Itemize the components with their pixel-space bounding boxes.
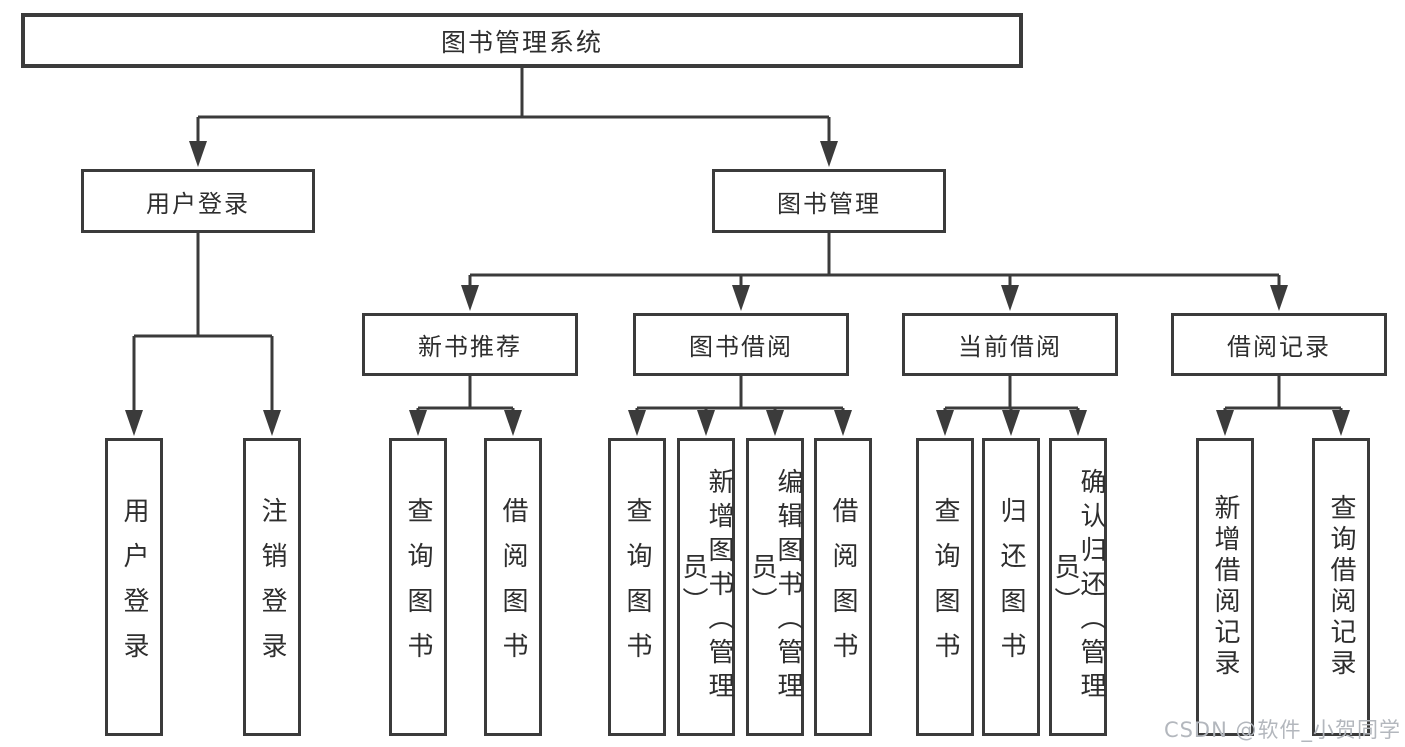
arrow-down-icon — [1270, 285, 1288, 311]
arrow-down-icon — [1216, 410, 1234, 436]
arrow-down-icon — [766, 410, 784, 436]
arrow-down-icon — [461, 285, 479, 311]
node-recommend-query-books: 查询图书 — [389, 438, 447, 736]
node-borrow-query-books: 查询图书 — [608, 438, 666, 736]
node-logout-leaf: 注销登录 — [243, 438, 301, 736]
arrow-down-icon — [834, 410, 852, 436]
arrow-down-icon — [125, 410, 143, 436]
node-add-borrow-record: 新增借阅记录 — [1196, 438, 1254, 736]
node-borrow-add-books-admin: 新增图书（管理员） — [677, 438, 735, 736]
arrow-down-icon — [1001, 285, 1019, 311]
arrow-down-icon — [732, 285, 750, 311]
node-current-confirm-return-admin: 确认归还（管理员） — [1049, 438, 1107, 736]
connector-login-leaves — [132, 233, 274, 414]
connector-borrow-leaves — [635, 376, 845, 414]
node-user-login-leaf: 用户登录 — [105, 438, 163, 736]
node-current-return-books: 归还图书 — [982, 438, 1040, 736]
connector-current-leaves — [943, 376, 1080, 414]
connector-management-level3 — [468, 233, 1281, 290]
arrow-down-icon — [1069, 410, 1087, 436]
arrow-down-icon — [697, 410, 715, 436]
node-borrow-records: 借阅记录 — [1171, 313, 1387, 376]
watermark: CSDN @软件_小贺同学 — [1163, 718, 1401, 742]
node-new-book-recommend: 新书推荐 — [362, 313, 578, 376]
connector-records-leaves — [1223, 376, 1343, 414]
arrow-down-icon — [263, 410, 281, 436]
node-recommend-borrow-books: 借阅图书 — [484, 438, 542, 736]
arrow-down-icon — [820, 141, 838, 167]
node-user-login: 用户登录 — [81, 169, 315, 233]
node-book-management: 图书管理 — [712, 169, 946, 233]
node-current-query-books: 查询图书 — [916, 438, 974, 736]
arrow-down-icon — [1332, 410, 1350, 436]
connector-root-level2 — [196, 68, 831, 145]
node-root: 图书管理系统 — [21, 13, 1023, 68]
arrow-down-icon — [189, 141, 207, 167]
arrow-down-icon — [1002, 410, 1020, 436]
connector-recommend-leaves — [416, 376, 515, 414]
arrow-down-icon — [504, 410, 522, 436]
node-book-borrow: 图书借阅 — [633, 313, 849, 376]
arrow-down-icon — [409, 410, 427, 436]
node-current-borrow: 当前借阅 — [902, 313, 1118, 376]
node-query-borrow-record: 查询借阅记录 — [1312, 438, 1370, 736]
arrow-down-icon — [936, 410, 954, 436]
node-borrow-borrow-books: 借阅图书 — [814, 438, 872, 736]
arrow-down-icon — [628, 410, 646, 436]
node-borrow-edit-books-admin: 编辑图书（管理员） — [746, 438, 804, 736]
